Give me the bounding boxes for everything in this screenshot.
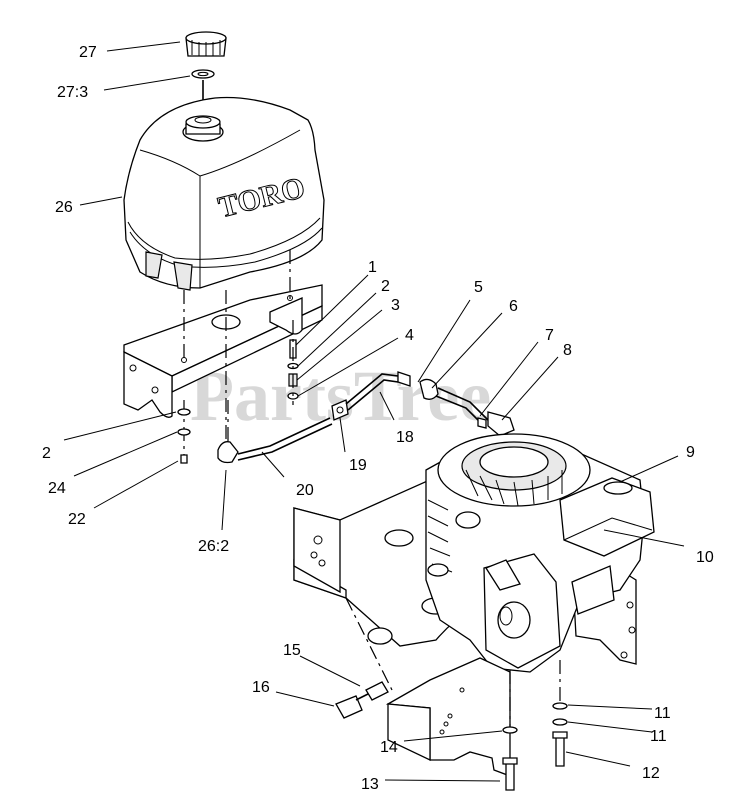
callout-3: 3 [391,297,400,314]
callout-14: 14 [380,739,398,756]
callout-4: 4 [405,327,414,344]
callout-2-lower: 2 [42,445,51,462]
callout-27: 27 [79,44,97,61]
fuel-fitting-stack [287,320,299,405]
center-hardware [502,726,518,791]
callout-26: 26 [55,199,73,216]
elbow-fitting [335,681,389,719]
fuel-hose-left [217,417,333,464]
engine-side-plate [385,657,511,777]
callout-8: 8 [563,342,572,359]
callout-26-2: 26:2 [198,538,229,555]
right-hardware [552,702,568,767]
callout-9: 9 [686,444,695,461]
fuel-pump-fittings [397,371,515,437]
callout-22: 22 [68,511,86,528]
callout-27-3: 27:3 [57,84,88,101]
callout-12: 12 [642,765,660,782]
callout-6: 6 [509,298,518,315]
callout-10: 10 [696,549,714,566]
callout-15: 15 [283,642,301,659]
left-hardware [177,408,191,464]
engine [293,433,655,673]
callout-19: 19 [349,457,367,474]
fuel-tank [123,96,325,291]
callout-18: 18 [396,429,414,446]
callout-13: 13 [361,776,379,793]
leader-lines [63,41,685,782]
callout-2-upper: 2 [381,278,390,295]
fuel-filter [331,399,349,421]
callout-11-lower: 11 [650,728,667,745]
fuel-cap [185,31,227,57]
callout-11-upper: 11 [654,705,671,722]
cap-gasket [191,69,215,79]
callout-16: 16 [252,679,270,696]
callout-7: 7 [545,327,554,344]
callout-24: 24 [48,480,66,497]
callout-20: 20 [296,482,314,499]
callout-1: 1 [368,259,377,276]
callout-5: 5 [474,279,483,296]
